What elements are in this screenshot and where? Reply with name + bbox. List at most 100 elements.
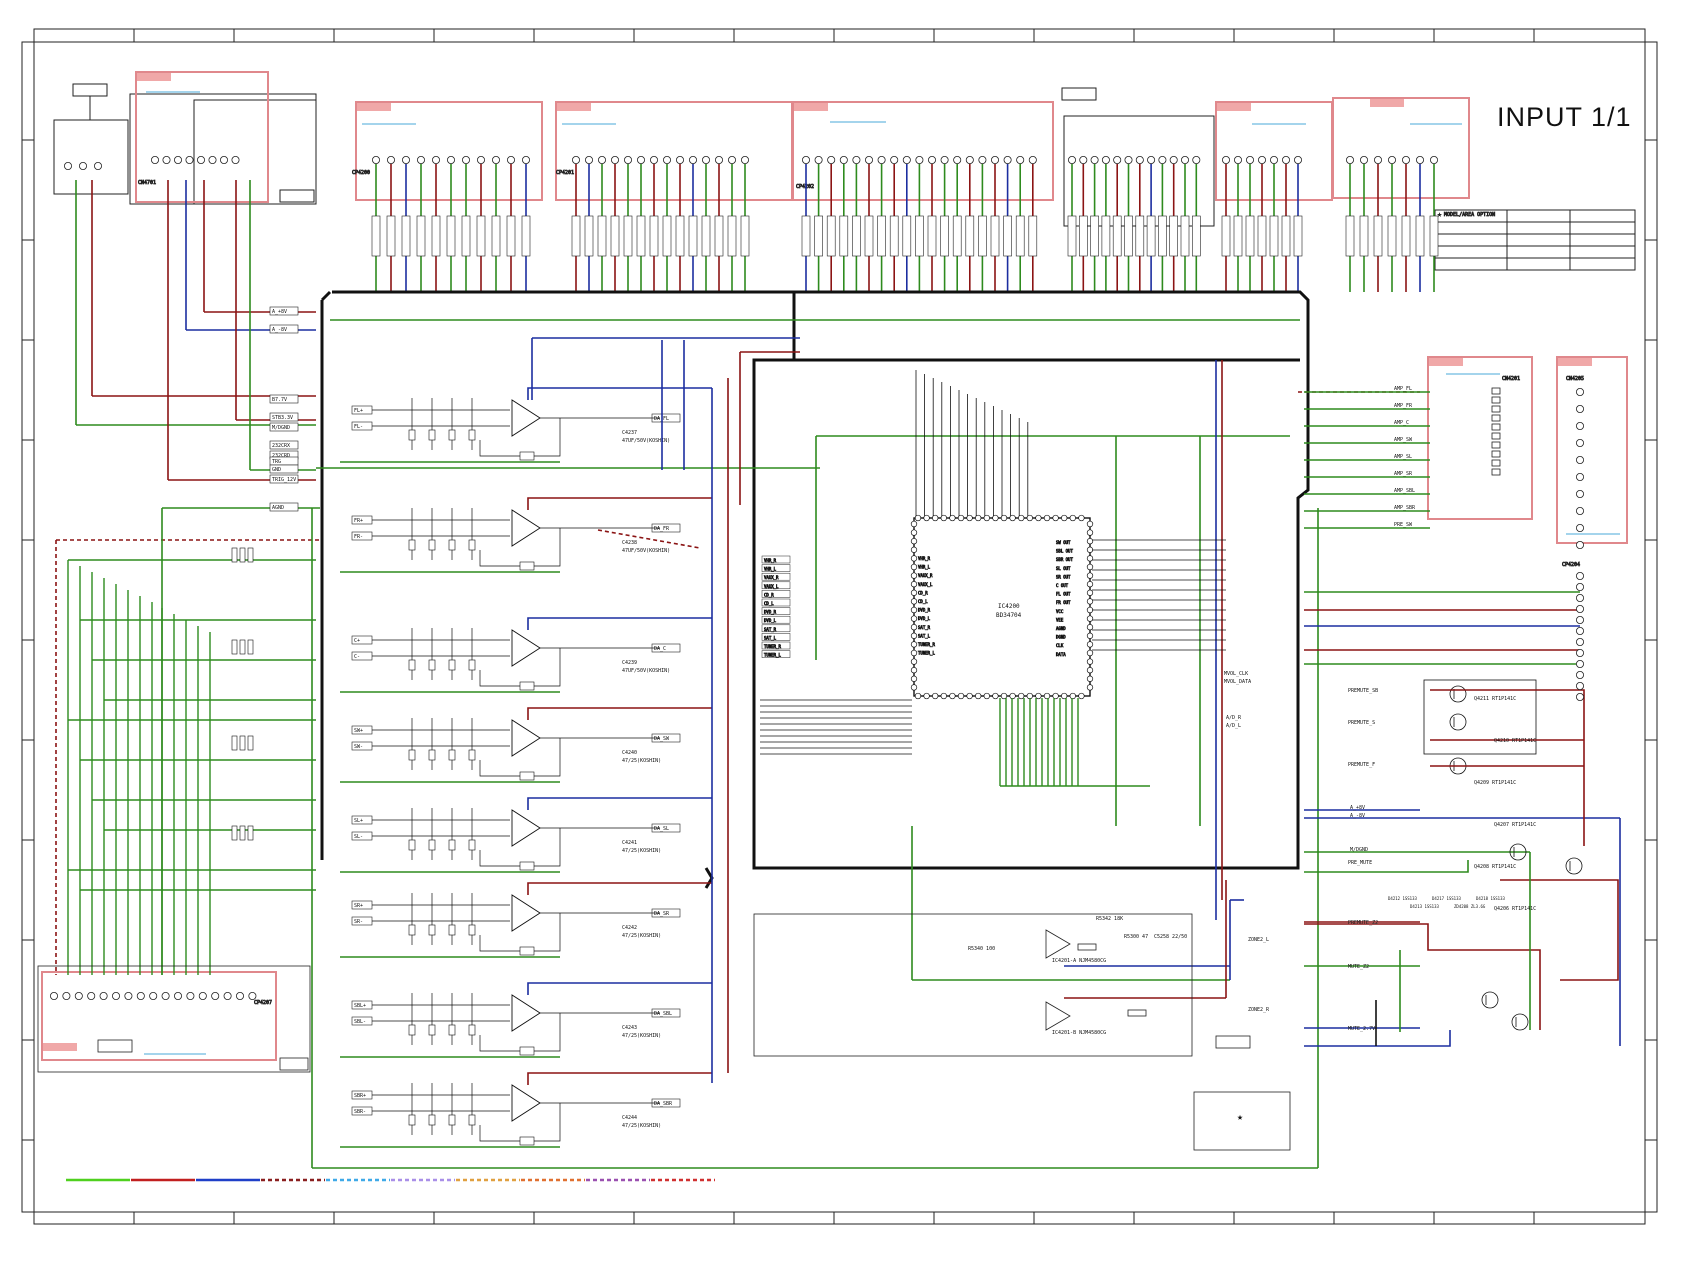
wire-label-box — [597, 215, 607, 257]
connector-pin — [663, 155, 672, 164]
ic-pin — [949, 692, 956, 700]
wire-label-box — [1015, 215, 1025, 257]
feedback-resistor — [519, 1046, 535, 1056]
feedback-wire — [479, 1013, 561, 1052]
connector-pin — [741, 155, 750, 164]
page-title: INPUT 1/1 — [1497, 102, 1632, 132]
ic-pin — [1086, 641, 1094, 648]
opamp — [511, 809, 541, 847]
feedback-resistor — [519, 946, 535, 956]
premute-label: PREMUTE_SB — [1348, 688, 1378, 694]
ic-pin-label: C OUT — [1056, 583, 1069, 588]
ic-pin — [1086, 675, 1094, 682]
supply-rail — [527, 617, 712, 630]
net-label-box — [269, 422, 299, 432]
net-label-box — [269, 464, 299, 474]
wire-label-box — [649, 215, 659, 257]
connector-pin — [1016, 155, 1025, 164]
ic-pin — [910, 589, 918, 596]
connector-pin — [839, 155, 848, 164]
wire-label-box — [1028, 215, 1038, 257]
cap-value: 47/25(KOSHIN) — [622, 933, 661, 939]
connector-pin — [401, 155, 410, 164]
wire-label-box — [1067, 215, 1077, 257]
ic-pin — [1009, 514, 1016, 522]
left-net-label: B7.7V — [272, 397, 287, 403]
ic-ref: IC4200 — [998, 603, 1020, 610]
wire-label-box — [740, 215, 750, 257]
wire-label-box — [1221, 215, 1231, 257]
feedback-wire — [479, 1103, 561, 1142]
net-label-box — [269, 440, 299, 450]
connector-pin — [802, 155, 811, 164]
opamp — [511, 399, 541, 437]
ic-pin — [1086, 598, 1094, 605]
bias-part — [408, 749, 416, 761]
bus-label: MVOL_DATA — [1224, 679, 1251, 685]
connector-ref: CP4200 — [352, 170, 370, 176]
bottom-left-connector — [37, 965, 311, 1073]
premute-label: PRE_MUTE — [1348, 860, 1372, 866]
left-net-label: 232CRD — [272, 453, 290, 459]
connector-pin — [1169, 155, 1178, 164]
feedback-resistor — [519, 451, 535, 461]
ic-pin — [1086, 632, 1094, 639]
ladder-resistor — [239, 825, 246, 841]
wire-label-box — [610, 215, 620, 257]
wire-label-box — [1429, 215, 1439, 257]
wire-label-box — [1281, 215, 1291, 257]
left-net-label: STB3.3V — [272, 415, 293, 421]
ic-pin — [1086, 667, 1094, 674]
left-net-labels: A_+8VA_-8VB7.7VSTB3.3VM/DGND232CRX232CRD… — [269, 306, 299, 512]
feedback-wire — [479, 828, 561, 867]
connector-pin — [1101, 155, 1110, 164]
ladder-resistor — [247, 639, 254, 655]
ladder-resistor — [239, 735, 246, 751]
ic-pin — [1086, 581, 1094, 588]
connector-pin — [1491, 441, 1501, 449]
cap-value: 47/25(KOSHIN) — [622, 848, 661, 854]
connector-pin — [74, 992, 83, 1001]
connector-pin — [1576, 472, 1585, 481]
wire-label-box — [506, 215, 516, 257]
output-label-box — [651, 733, 681, 743]
left-net-label: 232CRX — [272, 443, 290, 449]
transistor — [1481, 991, 1499, 1009]
ladder-resistor — [247, 825, 254, 841]
ic-pin — [1026, 514, 1033, 522]
amp-input-label: SL+ — [354, 818, 363, 824]
wire-label-box — [1293, 215, 1303, 257]
pin-label-box — [761, 607, 791, 615]
right-net-labels: AMP_FLAMP_FRAMP_CAMP_SWAMP_SLAMP_SRAMP_S… — [1224, 386, 1536, 1032]
connector-pin — [491, 155, 500, 164]
ic-pin-label: CD_R — [918, 590, 928, 595]
wire-label-box — [476, 215, 486, 257]
wire-label-box — [416, 215, 426, 257]
cap-value: 47/25(KOSHIN) — [622, 1123, 661, 1129]
connector-pin — [124, 992, 133, 1001]
ic-pin — [1069, 514, 1076, 522]
connector-pin — [173, 155, 182, 164]
cap-value: 47/25(KOSHIN) — [622, 758, 661, 764]
amp-right-label: PRE_SW — [1394, 522, 1413, 528]
wire-label-box — [1359, 215, 1369, 257]
connector-ref: CP4207 — [254, 1000, 272, 1006]
feedback-wire — [479, 648, 561, 687]
left-net-label: TRG — [272, 459, 281, 465]
ic-pin — [914, 692, 922, 700]
ic-pin — [1035, 692, 1042, 700]
ic-pin-label: FL OUT — [1056, 592, 1071, 597]
ic-pin — [1086, 684, 1094, 691]
amp-right-label: AMP_SW — [1394, 437, 1413, 443]
ic-pin — [1026, 692, 1033, 700]
left-port-label: TUNER_R — [764, 644, 781, 649]
connector-pin — [1576, 421, 1585, 430]
connector-pin — [1388, 155, 1397, 164]
